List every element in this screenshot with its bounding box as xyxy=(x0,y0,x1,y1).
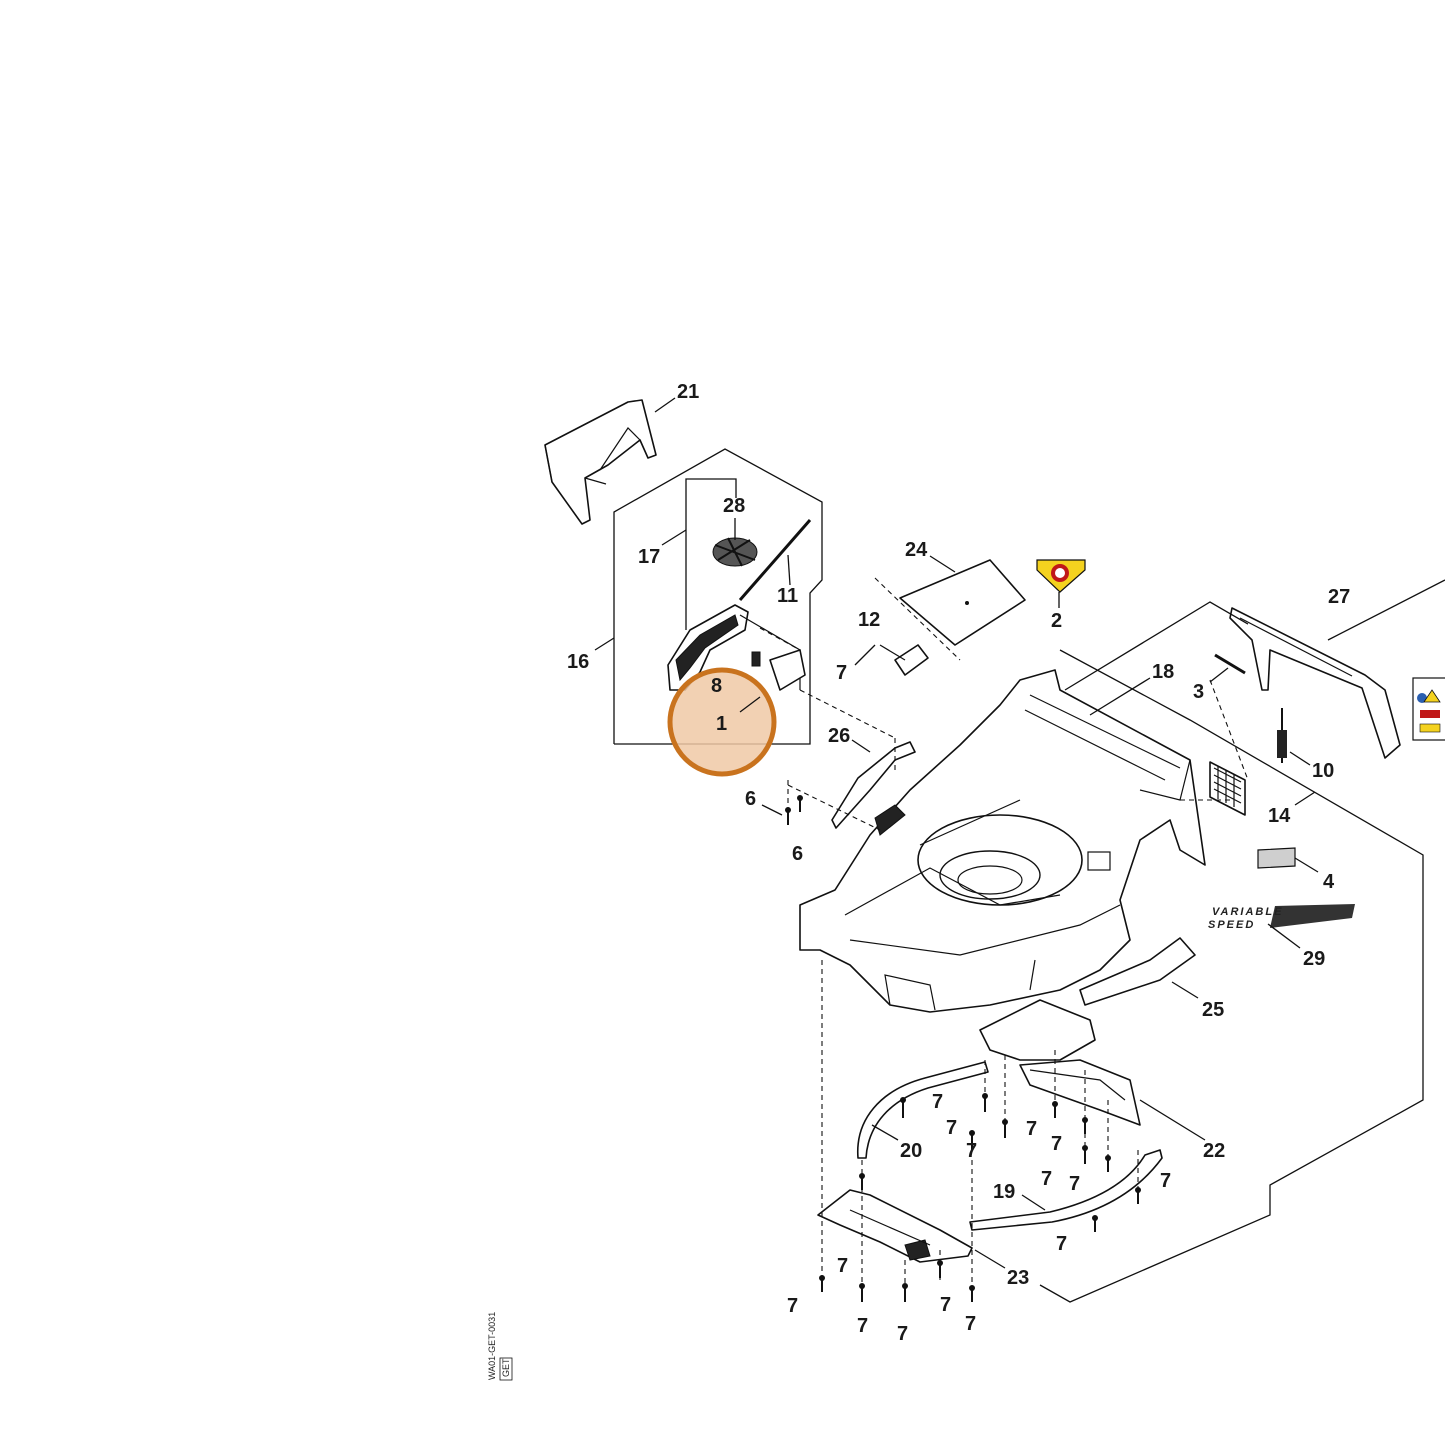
callout-19[interactable]: 19 xyxy=(993,1181,1015,1203)
screw-icon[interactable] xyxy=(859,1173,865,1190)
screw-icon[interactable] xyxy=(900,1097,906,1118)
part-21-handle-cover[interactable] xyxy=(544,399,657,525)
part-18-mower-deck[interactable] xyxy=(799,669,1206,1013)
callout-16[interactable]: 16 xyxy=(567,651,589,673)
screw-icon[interactable] xyxy=(1105,1155,1111,1172)
part-2-warning-label[interactable] xyxy=(1036,559,1086,593)
callout-7i[interactable]: 7 xyxy=(1160,1170,1171,1192)
screw-icon[interactable] xyxy=(982,1093,988,1112)
screw-icon[interactable] xyxy=(1052,1101,1058,1118)
decal-line2: SPEED xyxy=(1208,919,1255,931)
screw-icon[interactable] xyxy=(969,1130,975,1150)
screw-icon[interactable] xyxy=(969,1285,975,1302)
callout-7e[interactable]: 7 xyxy=(966,1140,977,1162)
part-11-rod[interactable] xyxy=(738,519,812,601)
part-20-front-bar[interactable] xyxy=(857,1061,989,1159)
callout-1[interactable]: 1 xyxy=(716,713,727,735)
callout-18[interactable]: 18 xyxy=(1152,661,1174,683)
callout-20[interactable]: 20 xyxy=(900,1140,922,1162)
callout-23[interactable]: 23 xyxy=(1007,1267,1029,1289)
drawing-tag-text: GET xyxy=(501,1358,511,1377)
part-25-front-strip[interactable] xyxy=(1079,937,1196,1006)
drawing-code: WA01-GET-0031 GET xyxy=(487,1312,513,1381)
callout-22[interactable]: 22 xyxy=(1203,1140,1225,1162)
part-26-side-strip[interactable] xyxy=(831,741,916,836)
screw-icon[interactable] xyxy=(1082,1145,1088,1164)
part-22-chute[interactable] xyxy=(979,999,1141,1126)
leader-lines xyxy=(594,397,1319,1269)
part-4-badge[interactable] xyxy=(1257,847,1296,869)
screw-icon[interactable] xyxy=(819,1275,825,1292)
callout-3[interactable]: 3 xyxy=(1193,681,1204,703)
callout-7f[interactable]: 7 xyxy=(1051,1133,1062,1155)
callout-numbers: 21 28 17 11 16 8 1 24 2 27 12 7 18 3 26 … xyxy=(567,381,1350,1345)
callout-6a[interactable]: 6 xyxy=(745,788,756,810)
callout-7a[interactable]: 7 xyxy=(836,662,847,684)
screw-icon[interactable] xyxy=(797,795,803,812)
part-handle-housing[interactable] xyxy=(667,604,806,691)
screw-icon[interactable] xyxy=(937,1260,943,1278)
callout-7g[interactable]: 7 xyxy=(1041,1168,1052,1190)
callout-26[interactable]: 26 xyxy=(828,725,850,747)
callout-4[interactable]: 4 xyxy=(1323,871,1335,893)
callout-27[interactable]: 27 xyxy=(1328,586,1350,608)
part-27-rear-flap[interactable] xyxy=(1229,579,1445,759)
callout-28[interactable]: 28 xyxy=(723,495,745,517)
callout-7m[interactable]: 7 xyxy=(940,1294,951,1316)
rear-assembly-frame xyxy=(1039,601,1424,1303)
callout-25[interactable]: 25 xyxy=(1202,999,1224,1021)
screws xyxy=(785,795,1141,1302)
decal-line1: VARIABLE xyxy=(1212,906,1283,918)
callout-7c[interactable]: 7 xyxy=(946,1117,957,1139)
callout-7k[interactable]: 7 xyxy=(837,1255,848,1277)
part-28-switch[interactable] xyxy=(712,537,758,567)
side-safety-label xyxy=(1412,677,1445,741)
callout-12[interactable]: 12 xyxy=(858,609,880,631)
callout-6b[interactable]: 6 xyxy=(792,843,803,865)
screw-icon[interactable] xyxy=(1002,1119,1008,1138)
callout-17[interactable]: 17 xyxy=(638,546,660,568)
callout-7h[interactable]: 7 xyxy=(1069,1173,1080,1195)
callout-24[interactable]: 24 xyxy=(905,539,928,561)
part-14-grille[interactable] xyxy=(1209,761,1246,816)
callout-8[interactable]: 8 xyxy=(711,675,722,697)
screw-icon[interactable] xyxy=(1082,1117,1088,1134)
part-12-bracket[interactable] xyxy=(854,644,929,676)
screw-icon[interactable] xyxy=(902,1283,908,1302)
part-29-decal[interactable]: VARIABLE SPEED xyxy=(1208,904,1355,931)
callout-7d[interactable]: 7 xyxy=(1026,1118,1037,1140)
callout-29[interactable]: 29 xyxy=(1303,948,1325,970)
part-24-cover-plate[interactable] xyxy=(874,559,1026,661)
drawing-code-text: WA01-GET-0031 xyxy=(487,1312,497,1380)
callout-7o[interactable]: 7 xyxy=(857,1315,868,1337)
part-23-axle-bracket[interactable] xyxy=(817,1189,973,1263)
highlight-part-1[interactable] xyxy=(667,667,777,777)
callout-7n[interactable]: 7 xyxy=(965,1313,976,1335)
callout-7j[interactable]: 7 xyxy=(1056,1233,1067,1255)
callout-7b[interactable]: 7 xyxy=(932,1091,943,1113)
callout-14[interactable]: 14 xyxy=(1268,805,1291,827)
part-19-rear-bar[interactable] xyxy=(969,1149,1163,1231)
part-10-spring[interactable] xyxy=(1277,708,1287,763)
callout-7l[interactable]: 7 xyxy=(787,1295,798,1317)
callout-2[interactable]: 2 xyxy=(1051,610,1062,632)
callout-7p[interactable]: 7 xyxy=(897,1323,908,1345)
callout-21[interactable]: 21 xyxy=(677,381,699,403)
callout-10[interactable]: 10 xyxy=(1312,760,1334,782)
screw-icon[interactable] xyxy=(859,1283,865,1302)
handle-group-frame xyxy=(613,448,823,745)
screw-icon[interactable] xyxy=(785,807,791,825)
part-3-pin[interactable] xyxy=(1214,653,1246,675)
callout-11[interactable]: 11 xyxy=(777,585,798,607)
screw-icon[interactable] xyxy=(1092,1215,1098,1232)
screw-icon[interactable] xyxy=(1135,1187,1141,1204)
